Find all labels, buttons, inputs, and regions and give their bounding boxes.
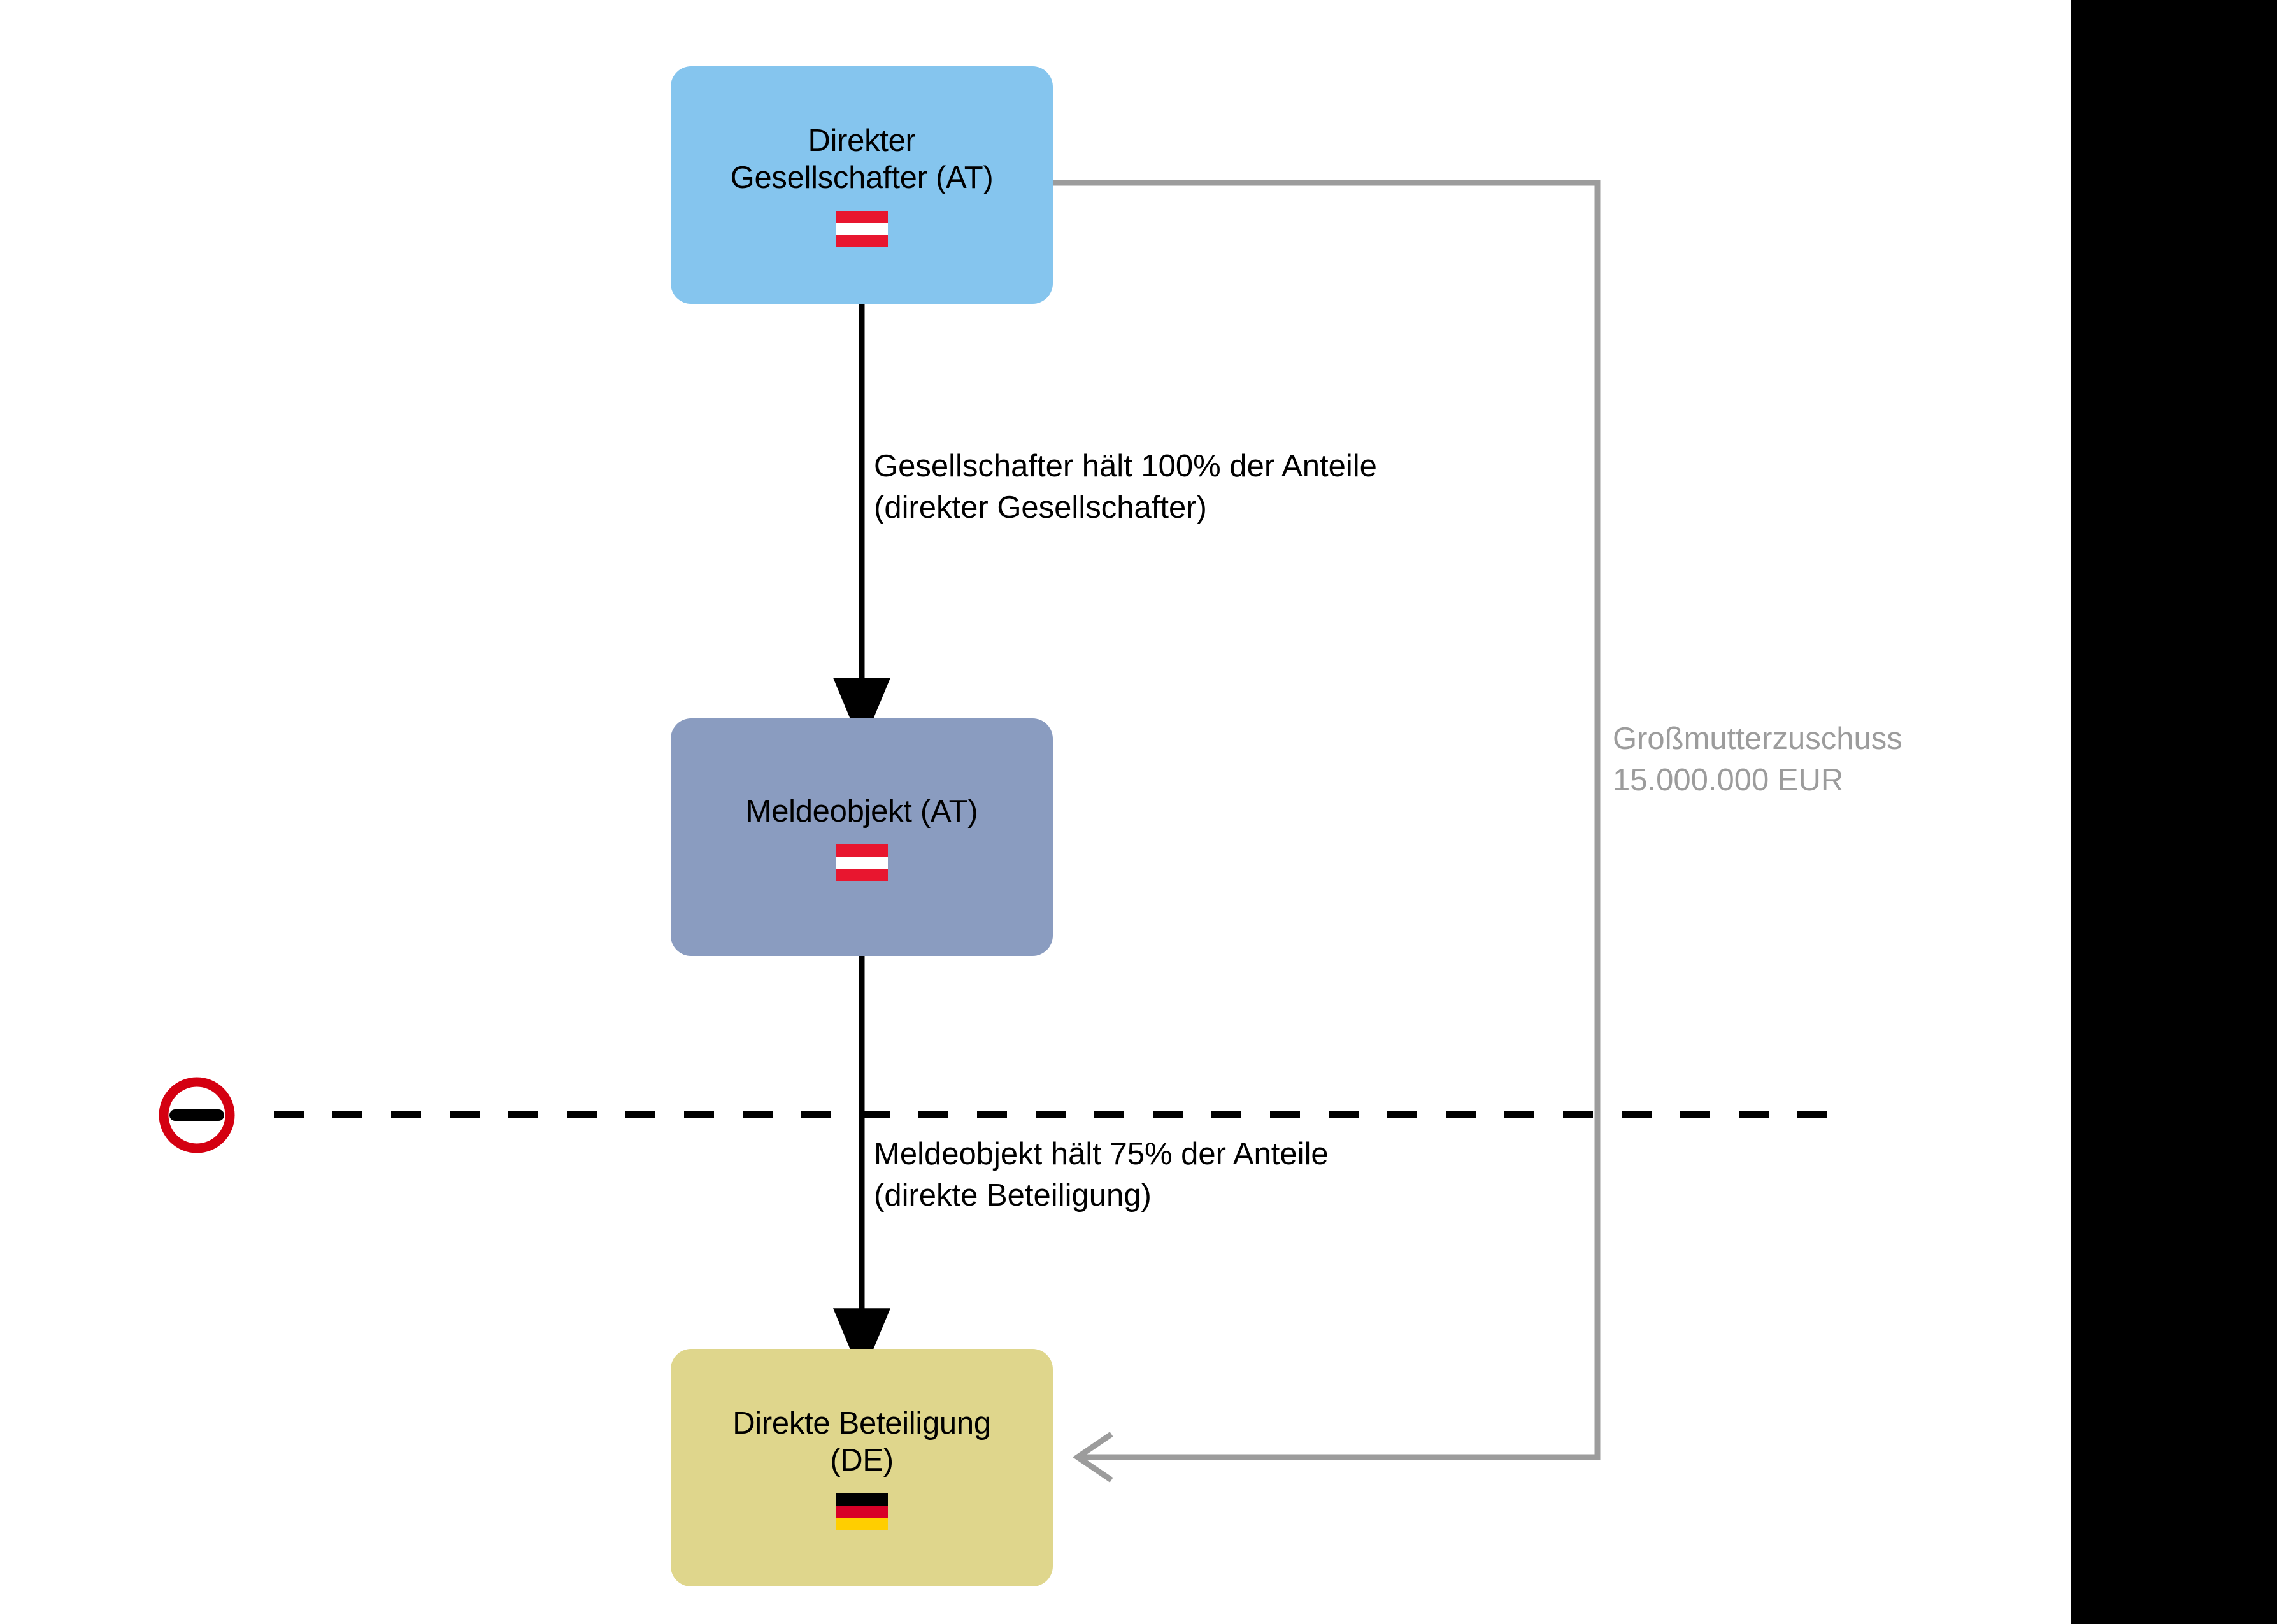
no-entry-icon	[159, 1077, 235, 1153]
node-direkte-beteiligung[interactable]: Direkte Beteiligung (DE)	[671, 1349, 1053, 1586]
node-direkte-beteiligung-label: Direkte Beteiligung (DE)	[732, 1406, 991, 1478]
austria-flag	[836, 210, 888, 247]
edge-label-shareholding-75: Meldeobjekt hält 75% der Anteile (direkt…	[874, 1137, 1329, 1213]
edge-label-grossmutterzuschuss: Großmutterzuschuss 15.000.000 EUR	[1613, 722, 1902, 797]
edge-grant-arrowhead-icon	[1072, 1432, 1113, 1483]
austria-flag	[836, 844, 888, 881]
edge-grant-grandmother-contribution	[1053, 180, 1601, 1460]
edge-label-shareholding-100: Gesellschafter hält 100% der Anteile (di…	[874, 449, 1377, 525]
node-meldeobjekt-label: Meldeobjekt (AT)	[745, 794, 978, 829]
node-direkter-gesellschafter[interactable]: Direkter Gesellschafter (AT)	[671, 66, 1053, 304]
node-meldeobjekt[interactable]: Meldeobjekt (AT)	[671, 718, 1053, 956]
germany-flag	[836, 1493, 888, 1530]
node-direkter-gesellschafter-label: Direkter Gesellschafter (AT)	[730, 124, 994, 195]
